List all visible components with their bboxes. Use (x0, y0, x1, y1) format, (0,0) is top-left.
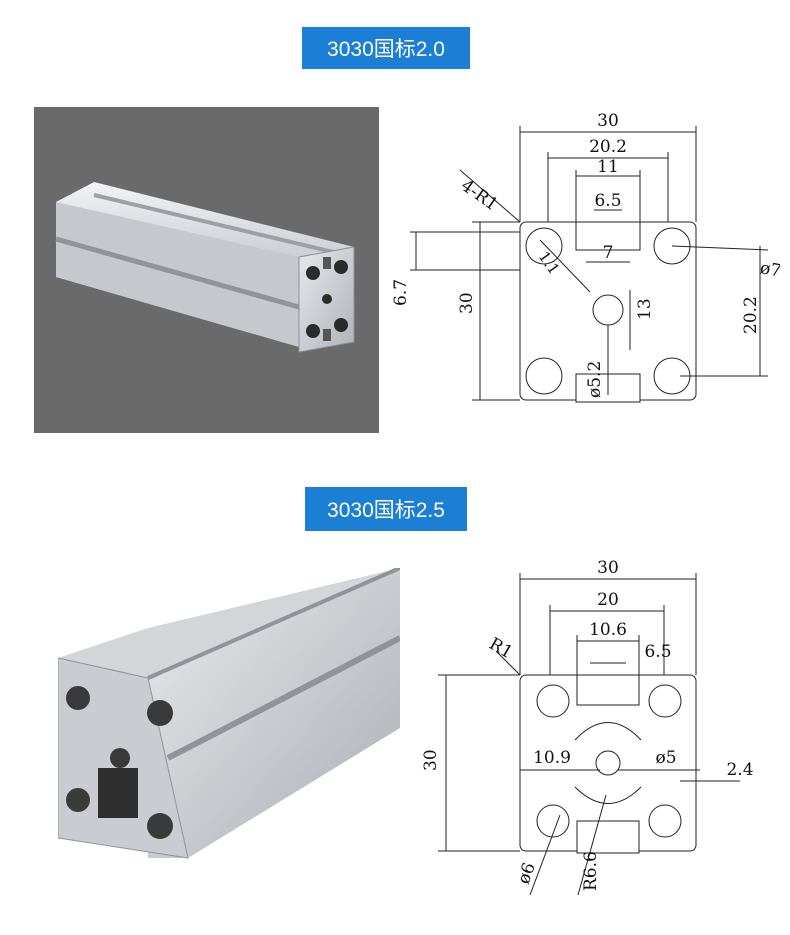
corner-hole (648, 684, 682, 718)
dim-left-offset: 6.7 (391, 279, 411, 306)
corner-hole (648, 804, 682, 838)
profile-product-photo (58, 568, 400, 860)
dim-slot-inner: 11 (597, 157, 619, 177)
dim-hole-diameter: ø6 (514, 860, 540, 887)
dim-width: 30 (597, 558, 619, 578)
corner-hole (653, 227, 691, 265)
profile-2-5-dimension-drawing: 30 20 10.6 6.5 R1 30 10.9 ø5 2.4 ø6 R6.6 (410, 555, 780, 900)
center-hole (595, 750, 621, 776)
dim-slot-outer: 20 (597, 590, 619, 610)
cross-section-drawing: 30 20 10.6 6.5 R1 30 10.9 ø5 2.4 ø6 R6.6 (421, 558, 754, 896)
section-title: 3030国标2.5 (327, 499, 445, 522)
dim-width: 30 (597, 111, 619, 131)
dim-slot-inner: 10.6 (589, 620, 627, 640)
dim-slot-neck: 6.5 (594, 191, 621, 211)
dim-wall: 2.4 (726, 760, 753, 780)
dim-corner-radius: R1 (486, 634, 516, 663)
aluminum-profile-render (55, 182, 355, 353)
profile-2-0-dimension-drawing: 30 20.2 11 6.5 4-R1 1.1 7 ø7.2 6.7 30 13… (380, 110, 790, 420)
dim-center-hole: ø5.2 (585, 361, 605, 398)
profile-product-photo (34, 107, 379, 433)
dim-core-radius: R6.6 (581, 851, 601, 891)
corner-hole (525, 357, 563, 395)
dim-height: 30 (421, 749, 441, 771)
dim-web: 1.1 (535, 248, 563, 278)
dim-corner-radius: 4-R1 (457, 176, 501, 215)
section-title-badge: 3030国标2.5 (305, 487, 467, 531)
center-hole (592, 294, 624, 326)
dim-core-slot: 7 (603, 243, 614, 263)
dim-hole-diameter: ø7.2 (759, 258, 780, 284)
aluminum-profile-render (58, 568, 400, 859)
dim-right-pitch: 20.2 (741, 296, 761, 334)
dim-center-hole: ø5 (655, 748, 676, 768)
dim-lip: 10.9 (533, 748, 571, 768)
corner-hole (525, 227, 563, 265)
section-title: 3030国标2.0 (327, 38, 445, 61)
dim-slot-neck: 6.5 (644, 642, 671, 662)
section-title-badge: 3030国标2.0 (302, 27, 470, 69)
dim-slot-outer: 20.2 (589, 137, 627, 157)
dim-core-height: 13 (635, 298, 655, 320)
corner-hole (536, 684, 570, 718)
corner-hole (536, 804, 570, 838)
dim-height: 30 (457, 292, 477, 314)
cross-section-drawing: 30 20.2 11 6.5 4-R1 1.1 7 ø7.2 6.7 30 13… (391, 111, 790, 403)
